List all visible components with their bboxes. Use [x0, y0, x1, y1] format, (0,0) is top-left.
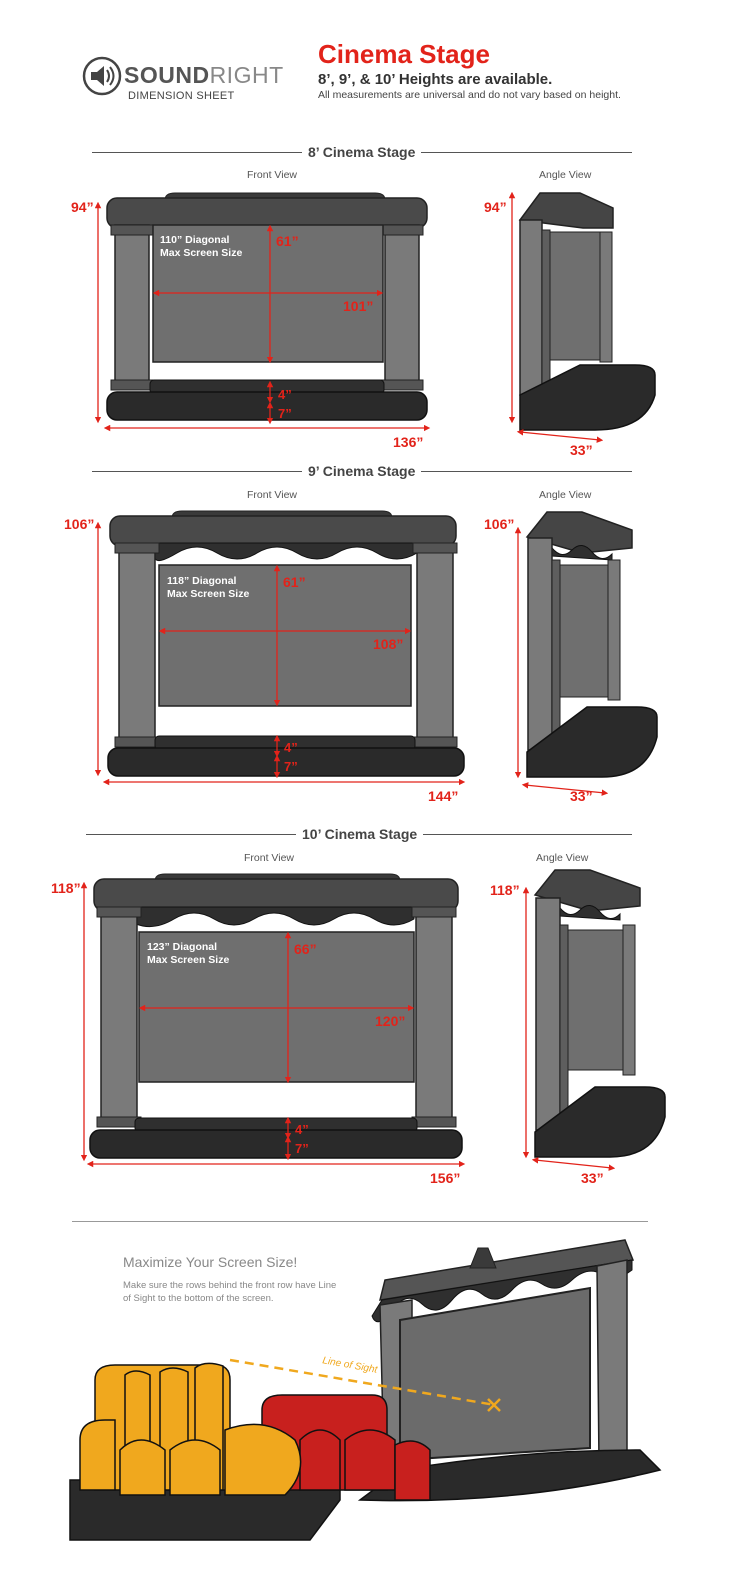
base-height-label: 7” [278, 406, 292, 421]
step-height-label: 4” [284, 740, 298, 755]
speaker-icon [82, 56, 122, 96]
depth-label: 33” [581, 1170, 604, 1186]
stage-10ft-angle [533, 869, 666, 1158]
angle-view-label: Angle View [539, 169, 592, 181]
step-height-label: 4” [278, 387, 292, 402]
screen-height-label: 61” [283, 574, 306, 590]
section-title-8ft: 8’ Cinema Stage [302, 144, 422, 160]
front-view-label: Front View [247, 169, 297, 181]
screen-width-label: 108” [373, 636, 404, 652]
front-view-label: Front View [244, 852, 294, 864]
brand-logo [82, 56, 292, 104]
screen-width-label: 120” [375, 1013, 406, 1029]
step-height-label: 4” [295, 1122, 309, 1137]
base-height-label: 7” [295, 1141, 309, 1156]
total-width-label: 136” [393, 434, 424, 450]
screen-height-label: 61” [276, 233, 299, 249]
page-title: Cinema Stage [318, 39, 490, 69]
measurement-note: All measurements are universal and do no… [318, 89, 621, 101]
height-label: 106” [64, 516, 95, 532]
angle-height-label: 106” [484, 516, 515, 532]
dimension-sheet-label: DIMENSION SHEET [128, 90, 235, 102]
stage-8ft-angle [518, 192, 656, 431]
heights-subtitle: 8’, 9’, & 10’ Heights are available. [318, 71, 553, 88]
brand-name: SOUNDRIGHT [124, 62, 284, 88]
maximize-title: Maximize Your Screen Size! [123, 1254, 298, 1270]
stage-10ft-front [89, 873, 463, 1159]
depth-label: 33” [570, 788, 593, 804]
section-divider [72, 1221, 648, 1222]
section-title-10ft: 10’ Cinema Stage [296, 826, 424, 842]
dimension-lines [80, 191, 616, 1171]
theater-illustration [69, 1239, 662, 1541]
total-width-label: 144” [428, 788, 459, 804]
maximize-description: Make sure the rows behind the front row … [123, 1280, 337, 1304]
height-label: 94” [71, 199, 94, 215]
stage-8ft-front [106, 192, 428, 421]
angle-height-label: 118” [490, 882, 520, 898]
screen-width-label: 101” [343, 298, 374, 314]
total-width-label: 156” [430, 1170, 461, 1186]
angle-height-label: 94” [484, 199, 507, 215]
angle-view-label: Angle View [536, 852, 589, 864]
front-view-label: Front View [247, 489, 297, 501]
base-height-label: 7” [284, 759, 298, 774]
depth-label: 33” [570, 442, 593, 458]
stage-9ft-front [107, 510, 465, 777]
section-title-9ft: 9’ Cinema Stage [302, 463, 422, 479]
height-label: 118” [51, 880, 81, 896]
angle-view-label: Angle View [539, 489, 592, 501]
stage-9ft-angle [525, 511, 658, 778]
screen-height-label: 66” [294, 941, 317, 957]
